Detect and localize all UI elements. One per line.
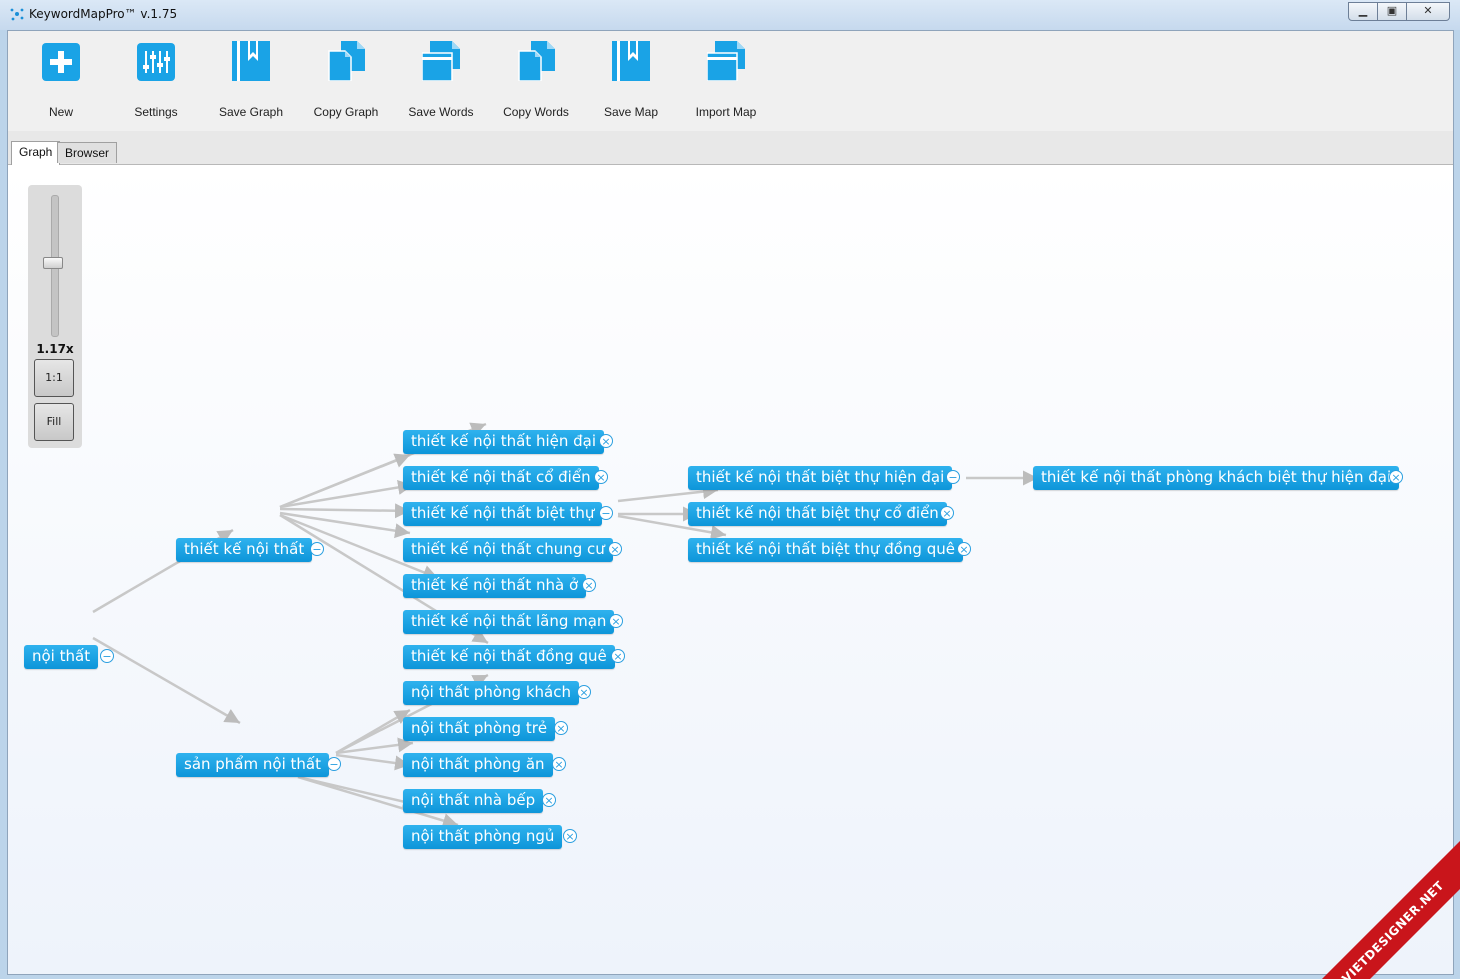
node-keyword[interactable]: nội thất nhà bếp <box>403 789 544 813</box>
collapse-icon[interactable]: − <box>946 470 960 484</box>
collapse-icon[interactable]: − <box>310 542 324 556</box>
remove-icon[interactable]: × <box>577 685 591 699</box>
save-map-label: Save Map <box>603 105 659 119</box>
node-design[interactable]: thiết kế nội thất <box>176 538 313 562</box>
title-bar: KeywordMapPro™ v.1.75 ▁ ▣ ✕ <box>0 0 1460 30</box>
sliders-icon <box>137 43 175 81</box>
minimize-button[interactable]: ▁ <box>1348 2 1378 21</box>
graph-edges <box>92 422 1038 828</box>
node-keyword[interactable]: thiết kế nội thất hiện đại <box>403 430 605 454</box>
watermark-text: VIETDESIGNER.NET <box>1320 839 1460 979</box>
remove-icon[interactable]: × <box>563 829 577 843</box>
remove-icon[interactable]: × <box>957 542 971 556</box>
app-logo-icon <box>10 8 24 21</box>
node-keyword[interactable]: thiết kế nội thất lãng mạn <box>403 610 615 634</box>
zoom-level: 1.17x <box>36 342 74 356</box>
import-map-button[interactable]: Import Map <box>678 41 774 125</box>
node-products[interactable]: sản phẩm nội thất <box>176 753 329 777</box>
save-map-button[interactable]: Save Map <box>583 41 679 125</box>
remove-icon[interactable]: × <box>554 721 568 735</box>
copy-graph-button[interactable]: Copy Graph <box>298 41 394 125</box>
node-keyword[interactable]: nội thất phòng trẻ <box>403 717 556 741</box>
remove-icon[interactable]: × <box>582 578 596 592</box>
remove-icon[interactable]: × <box>611 649 625 663</box>
new-button[interactable]: New <box>13 41 109 125</box>
graph-canvas[interactable]: 1.17x 1:1 Fill nội thất − thiết kế nội t… <box>8 165 1453 974</box>
copy-words-button[interactable]: Copy Words <box>488 41 584 125</box>
node-keyword[interactable]: thiết kế nội thất biệt thự đồng quê <box>688 538 963 562</box>
copy-icon <box>518 41 555 81</box>
copy-icon <box>328 41 365 81</box>
node-keyword[interactable]: thiết kế nội thất biệt thự hiện đại <box>688 466 953 490</box>
settings-button[interactable]: Settings <box>108 41 204 125</box>
remove-icon[interactable]: × <box>542 793 556 807</box>
remove-icon[interactable]: × <box>599 434 613 448</box>
toolbar: New Settings Save Graph Copy Graph <box>8 31 1453 132</box>
remove-icon[interactable]: × <box>552 757 566 771</box>
node-root[interactable]: nội thất <box>24 645 99 669</box>
tab-strip: Graph Browser <box>8 131 1453 165</box>
maximize-button[interactable]: ▣ <box>1377 2 1407 21</box>
collapse-icon[interactable]: − <box>599 506 613 520</box>
save-words-button[interactable]: Save Words <box>393 41 489 125</box>
collapse-icon[interactable]: − <box>100 649 114 663</box>
node-keyword[interactable]: thiết kế nội thất đồng quê <box>403 645 615 669</box>
zoom-panel: 1.17x 1:1 Fill <box>28 185 82 448</box>
zoom-one-to-one-button[interactable]: 1:1 <box>34 359 74 397</box>
save-graph-label: Save Graph <box>218 105 284 119</box>
import-map-label: Import Map <box>695 105 757 119</box>
node-keyword[interactable]: thiết kế nội thất chung cư <box>403 538 613 562</box>
remove-icon[interactable]: × <box>609 614 623 628</box>
plus-icon <box>42 43 80 81</box>
zoom-slider-thumb[interactable] <box>43 257 63 269</box>
remove-icon[interactable]: × <box>940 506 954 520</box>
copy-words-label: Copy Words <box>503 105 569 119</box>
node-keyword[interactable]: thiết kế nội thất phòng khách biệt thự h… <box>1033 466 1400 490</box>
node-keyword[interactable]: nội thất phòng khách <box>403 681 579 705</box>
settings-label: Settings <box>134 105 178 119</box>
stack-icon <box>422 41 460 81</box>
node-keyword[interactable]: nội thất phòng ngủ <box>403 825 563 849</box>
remove-icon[interactable]: × <box>594 470 608 484</box>
node-keyword[interactable]: thiết kế nội thất biệt thự cổ điển <box>688 502 947 526</box>
tab-browser[interactable]: Browser <box>57 142 118 163</box>
close-button[interactable]: ✕ <box>1406 2 1450 21</box>
bookmark-icon <box>612 41 650 81</box>
stack-icon <box>707 41 745 81</box>
remove-icon[interactable]: × <box>1389 470 1403 484</box>
node-keyword[interactable]: thiết kế nội thất nhà ở <box>403 574 587 598</box>
new-label: New <box>48 105 73 119</box>
node-keyword[interactable]: thiết kế nội thất cổ điển <box>403 466 599 490</box>
remove-icon[interactable]: × <box>608 542 622 556</box>
tab-graph[interactable]: Graph <box>11 141 61 165</box>
node-keyword[interactable]: nội thất phòng ăn <box>403 753 553 777</box>
save-words-label: Save Words <box>408 105 474 119</box>
app-client-area: New Settings Save Graph Copy Graph <box>7 30 1454 975</box>
window-title: KeywordMapPro™ v.1.75 <box>29 7 178 21</box>
save-graph-button[interactable]: Save Graph <box>203 41 299 125</box>
watermark: VIETDESIGNER.NET <box>1320 839 1460 979</box>
node-keyword[interactable]: thiết kế nội thất biệt thự <box>403 502 603 526</box>
copy-graph-label: Copy Graph <box>313 105 379 119</box>
zoom-fill-button[interactable]: Fill <box>34 403 74 441</box>
collapse-icon[interactable]: − <box>327 757 341 771</box>
bookmark-icon <box>232 41 270 81</box>
